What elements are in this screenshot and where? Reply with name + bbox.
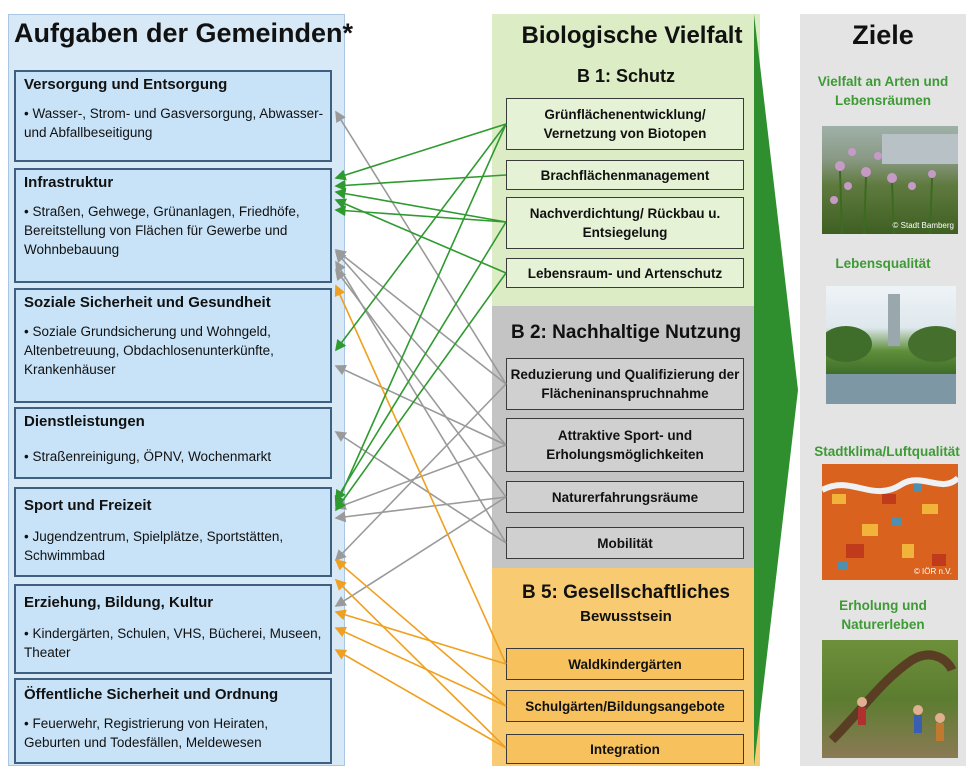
photo-credit: © Stadt Bamberg	[892, 221, 954, 230]
action-box-sport-erholung: Attraktive Sport- und Erholungsmöglichke…	[506, 418, 744, 472]
action-box-mobilitaet: Mobilität	[506, 527, 744, 559]
action-box-integration: Integration	[506, 734, 744, 764]
action-box-nachverdichtung: Nachverdichtung/ Rückbau u. Entsiegelung	[506, 197, 744, 249]
section-b5-title-line1: B 5: Gesellschaftliches	[521, 582, 731, 603]
arrow-orange	[334, 558, 507, 707]
arrow-grey	[334, 496, 507, 607]
task-heading: Soziale Sicherheit und Gesundheit	[24, 294, 271, 311]
arrow-orange	[334, 649, 507, 749]
task-heading: Versorgung und Entsorgung	[24, 76, 228, 93]
action-box-gruenflaechen: Grünflächenentwicklung/ Vernetzung von B…	[506, 98, 744, 150]
arrow-green	[334, 174, 507, 191]
task-body: • Straßenreinigung, ÖPNV, Wochenmarkt	[24, 449, 272, 464]
goal-label-vielfalt: Vielfalt an Arten und Lebensräumen	[817, 74, 949, 108]
task-heading: Infrastruktur	[24, 174, 114, 191]
action-box-reduzierung: Reduzierung und Qualifizierung der Fläch…	[506, 358, 744, 410]
meadow-flowers-graphic	[830, 134, 958, 234]
middle-column-title: Biologische Vielfalt	[521, 22, 743, 49]
arrow-green	[334, 198, 507, 274]
goal-label-stadtklima: Stadtklima/Luftqualität	[814, 444, 960, 459]
task-body: • Soziale Grundsicherung und Wohngeld, A…	[24, 324, 274, 377]
right-column-title: Ziele	[852, 20, 914, 50]
task-body: • Straßen, Gehwege, Grünanlagen, Friedhö…	[24, 204, 300, 257]
action-box-lebensraum: Lebensraum- und Artenschutz	[506, 258, 744, 288]
task-body: • Jugendzentrum, Spielplätze, Sportstätt…	[24, 529, 284, 563]
action-box-brachflaechen: Brachflächenmanagement	[506, 160, 744, 190]
arrow-green	[334, 123, 507, 508]
action-box-naturerfahrung: Naturerfahrungsräume	[506, 481, 744, 513]
arrow-green	[334, 123, 507, 181]
task-body: • Kindergärten, Schulen, VHS, Bücherei, …	[24, 626, 322, 660]
photo-credit: © IÖR n.V.	[913, 567, 952, 576]
task-box-dienstleistungen: Dienstleistungen • Straßenreinigung, ÖPN…	[14, 407, 332, 479]
arrow-orange	[334, 609, 507, 665]
task-heading: Öffentliche Sicherheit und Ordnung	[24, 686, 279, 703]
arrow-grey	[334, 383, 507, 562]
task-box-soziale-sicherheit: Soziale Sicherheit und Gesundheit • Sozi…	[14, 288, 332, 403]
task-box-oeffentliche-sicherheit: Öffentliche Sicherheit und Ordnung • Feu…	[14, 678, 332, 764]
goals-arrow-icon	[754, 14, 798, 766]
meadow-flowers-photo: © Stadt Bamberg	[822, 126, 958, 234]
arrow-grey	[335, 110, 507, 385]
task-body: • Feuerwehr, Registrierung von Heiraten,…	[24, 716, 269, 750]
task-box-versorgung: Versorgung und Entsorgung • Wasser-, Str…	[14, 70, 332, 162]
arrow-grey	[335, 260, 507, 544]
task-box-erziehung: Erziehung, Bildung, Kultur • Kindergärte…	[14, 584, 332, 674]
goal-label-lebensqualitaet: Lebensqualität	[835, 256, 931, 271]
task-body: • Wasser-, Strom- und Gasversorgung, Abw…	[24, 106, 324, 140]
section-b5-title-line2: Bewusstsein	[580, 608, 672, 625]
thermal-map-photo: © IÖR n.V.	[822, 464, 958, 580]
children-climbing-tree-photo	[822, 640, 958, 758]
arrow-grey	[334, 364, 507, 446]
arrow-grey	[334, 250, 507, 446]
task-heading: Sport und Freizeit	[24, 497, 152, 514]
city-park-pond-photo	[826, 286, 956, 404]
children-tree-graphic	[828, 650, 957, 744]
section-b1-title: B 1: Schutz	[576, 66, 675, 86]
arrow-green	[335, 272, 507, 512]
arrow-orange	[334, 626, 507, 707]
task-heading: Erziehung, Bildung, Kultur	[24, 594, 214, 611]
task-box-sport-freizeit: Sport und Freizeit • Jugendzentrum, Spie…	[14, 487, 332, 577]
city-park-graphic	[826, 294, 956, 404]
section-b2-title: B 2: Nachhaltige Nutzung	[510, 322, 742, 343]
arrow-green	[335, 221, 507, 502]
arrow-green	[334, 188, 507, 223]
thermal-map-graphic	[822, 464, 958, 580]
arrow-orange	[334, 578, 507, 749]
goal-label-erholung: Erholung und Naturerleben	[839, 598, 927, 632]
arrow-orange	[334, 284, 507, 665]
arrow-grey	[334, 496, 507, 523]
arrow-grey	[334, 249, 507, 385]
task-box-infrastruktur: Infrastruktur • Straßen, Gehwege, Grünan…	[14, 168, 332, 283]
task-heading: Dienstleistungen	[24, 413, 145, 430]
action-box-waldkindergaerten: Waldkindergärten	[506, 648, 744, 680]
left-column-title: Aufgaben der Gemeinden*	[14, 18, 354, 48]
arrow-grey	[334, 431, 507, 544]
action-box-schulgaerten: Schulgärten/Bildungsangebote	[506, 690, 744, 722]
